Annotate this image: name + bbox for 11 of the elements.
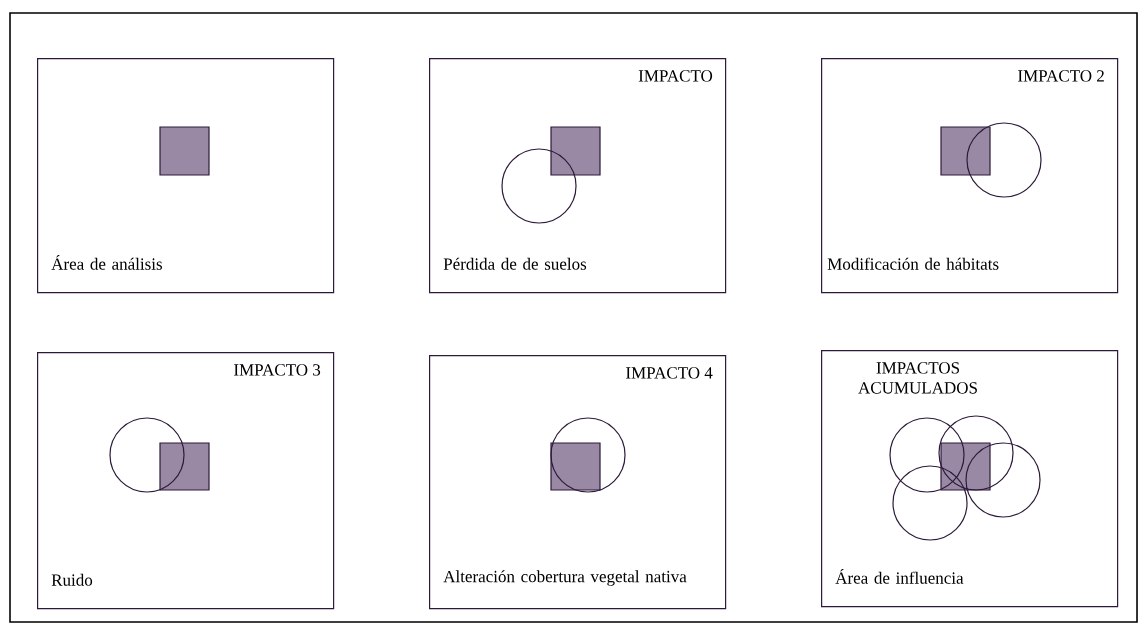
panel-heading: IMPACTO [638, 70, 713, 82]
panel-caption: Modificación de hábitats [827, 257, 999, 270]
panel-caption: Pérdida de de suelos [443, 257, 587, 270]
panel-heading: IMPACTO 4 [626, 367, 713, 379]
panel-heading: IMPACTO 2 [1018, 70, 1104, 82]
panel-caption: Área de análisis [51, 255, 162, 270]
panel-caption: Ruido [51, 573, 93, 586]
panel-caption: Alteración cobertura vegetal nativa [443, 570, 687, 586]
panel-heading: IMPACTOS ACUMULADOS [858, 362, 977, 394]
panel-heading: IMPACTO 3 [234, 364, 321, 376]
panel-caption: Área de influencia [835, 569, 964, 584]
